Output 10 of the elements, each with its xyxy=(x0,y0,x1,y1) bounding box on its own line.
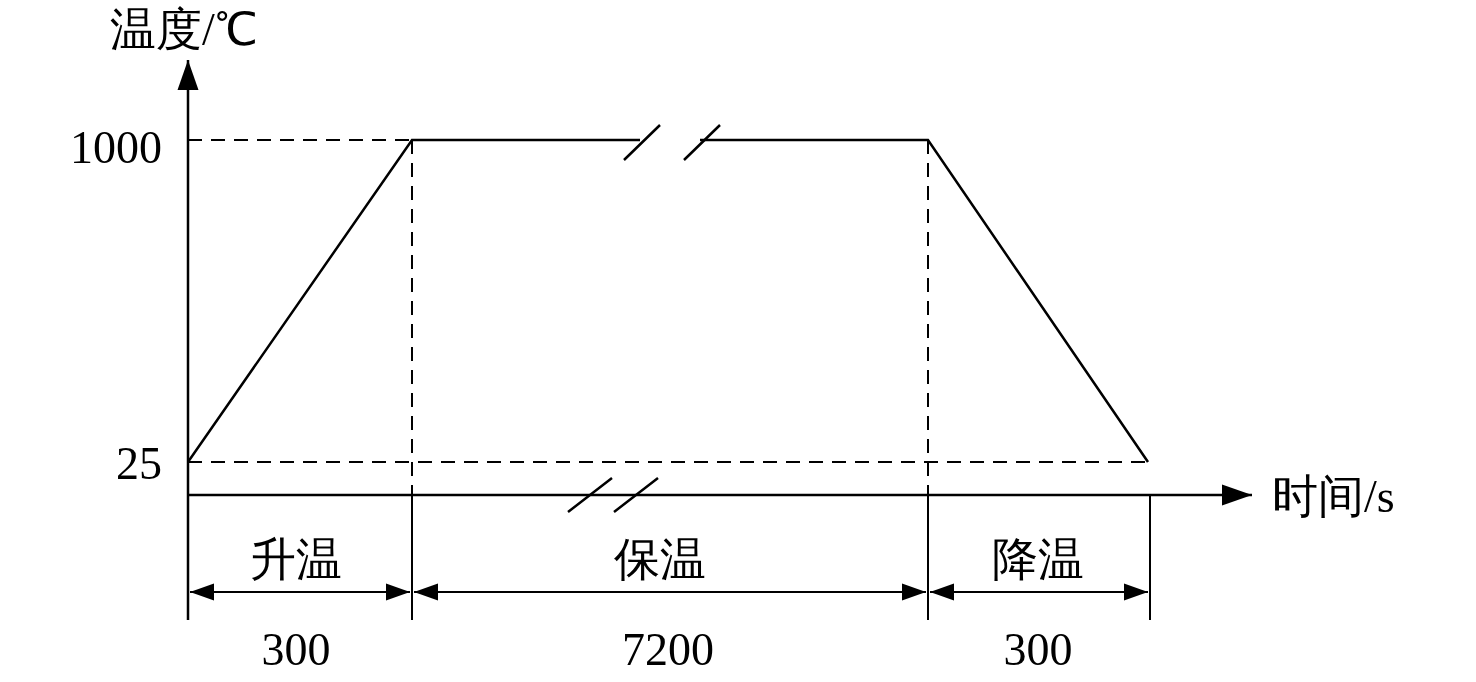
dimension-value: 7200 xyxy=(622,627,714,673)
tick-label: 25 xyxy=(116,441,162,487)
stage-label: 升温 xyxy=(250,537,342,583)
stage-label: 降温 xyxy=(992,537,1084,583)
stage-label: 保温 xyxy=(614,537,706,583)
dimension-value: 300 xyxy=(1003,627,1073,673)
dimension-value: 300 xyxy=(261,627,331,673)
axis-title: 温度/℃ xyxy=(110,7,257,53)
axis-title: 时间/s xyxy=(1272,474,1395,520)
tick-label: 1000 xyxy=(70,125,162,171)
